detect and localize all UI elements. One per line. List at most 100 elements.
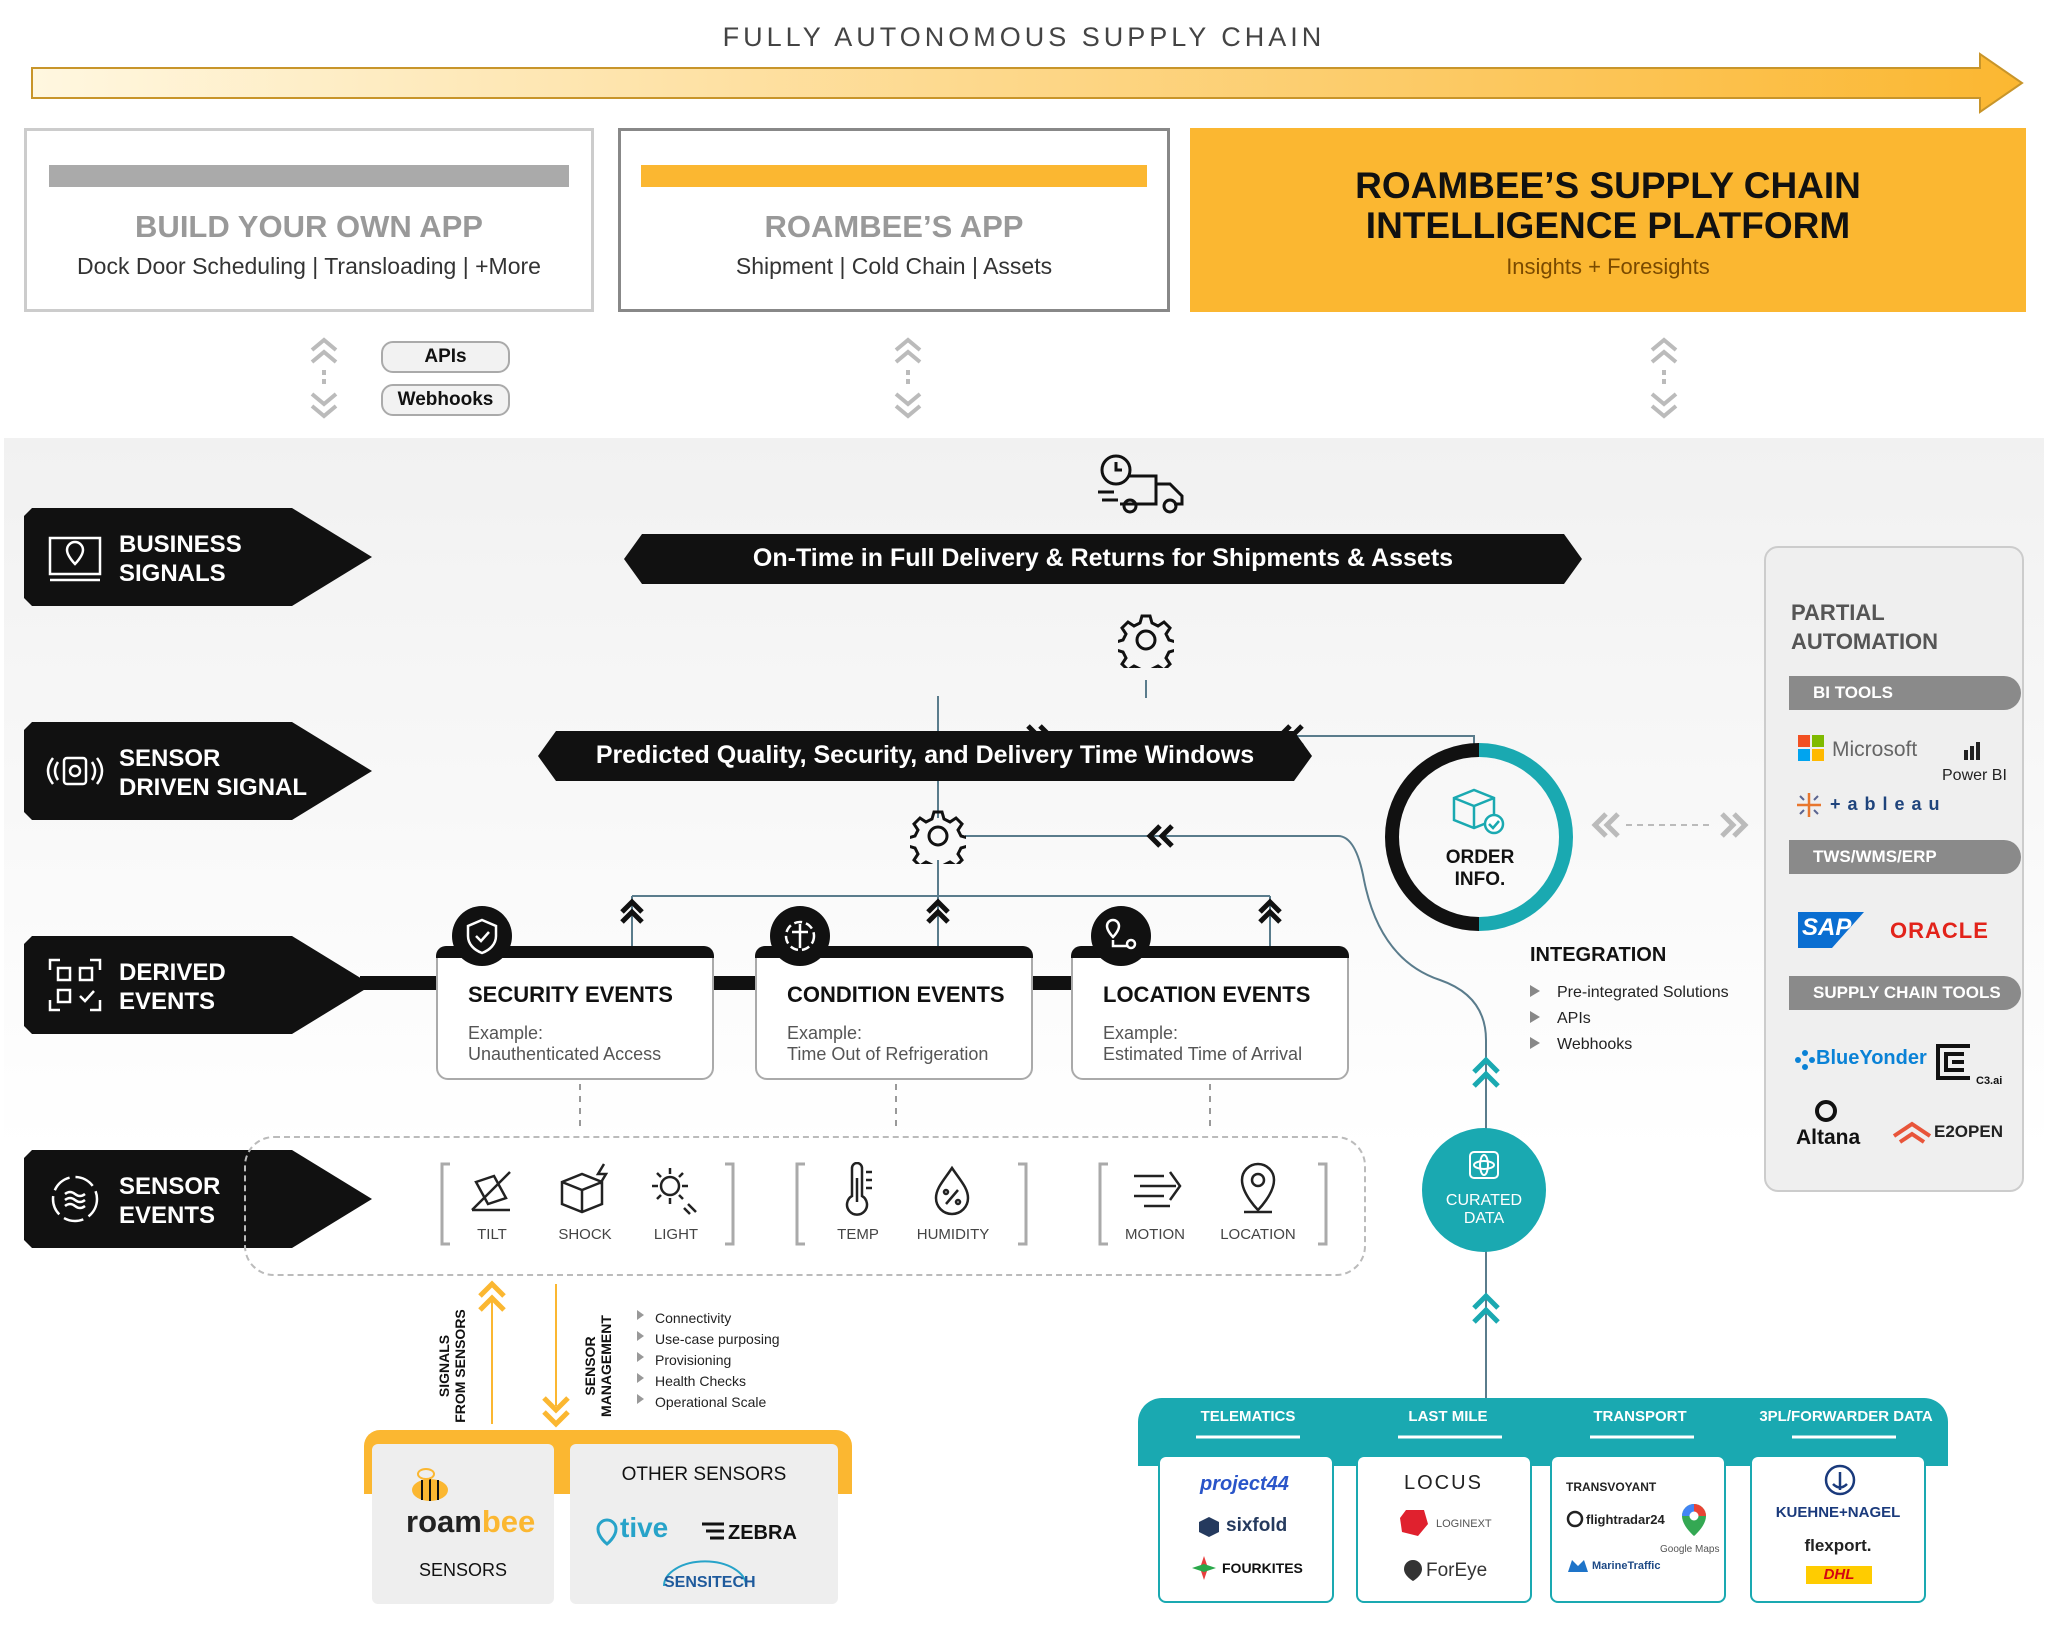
tws-wms-erp-header: TWS/WMS/ERP xyxy=(1789,840,2021,874)
curated-line2: DATA xyxy=(1463,1210,1505,1227)
bi-tools-header: BI TOOLS xyxy=(1789,676,2021,710)
business-signals-line2: SIGNALS xyxy=(119,560,226,587)
dhl-logo-bg xyxy=(1806,1566,1872,1584)
platform-subtitle: Insights + Foresights xyxy=(1506,254,1710,279)
partner-underlines xyxy=(1196,1435,1896,1439)
apis-pill: APIs xyxy=(381,341,510,373)
sensor-driven-line2: DRIVEN SIGNAL xyxy=(119,774,308,801)
forwarder-header: 3PL/FORWARDER DATA xyxy=(1759,1408,1933,1425)
order-info-ring xyxy=(1385,743,1573,931)
foreye-icon xyxy=(1404,1560,1422,1581)
build-app-subtitle: Dock Door Scheduling | Transloading | +M… xyxy=(77,253,541,279)
roambee-sensors-box xyxy=(372,1444,554,1604)
business-banner-shape xyxy=(624,534,1582,584)
flow-lines xyxy=(579,680,1500,1428)
security-events-card: SECURITY EVENTS Example:Unauthenticated … xyxy=(436,946,714,1080)
mgmt-item: Health Checks xyxy=(655,1373,747,1389)
bidirectional-arrow xyxy=(1591,812,1749,838)
location-example-label: Example: xyxy=(1103,1023,1179,1043)
sensor-signal-arrows xyxy=(478,1280,570,1428)
condition-events-title: CONDITION EVENTS xyxy=(787,982,1005,1007)
microsoft-logo-icon xyxy=(1798,735,1824,761)
predicted-banner-text: Predicted Quality, Security, and Deliver… xyxy=(595,741,1255,769)
partial-automation-title: PARTIAL AUTOMATION xyxy=(1791,598,1938,656)
tilt-label: TILT xyxy=(477,1226,507,1243)
condition-events-card: CONDITION EVENTS Example:Time Out of Ref… xyxy=(755,946,1033,1080)
light-icon xyxy=(652,1168,697,1215)
curated-line1: CURATED xyxy=(1445,1192,1523,1209)
security-example-text: Unauthenticated Access xyxy=(468,1044,662,1064)
route-pin-icon xyxy=(1091,906,1151,966)
project44-logo: project44 xyxy=(1200,1473,1289,1495)
integration-item: APIs xyxy=(1557,1010,1591,1027)
kuehne-nagel-logo: KUEHNE+NAGEL xyxy=(1775,1504,1901,1521)
telematics-box xyxy=(1158,1455,1334,1603)
e2open-logo-text: E2OPEN xyxy=(1934,1122,2003,1141)
humidity-label: HUMIDITY xyxy=(916,1226,990,1243)
location-events-title: LOCATION EVENTS xyxy=(1103,982,1311,1007)
powerbi-logo-text: Power BI xyxy=(1942,767,2007,784)
microsoft-logo-text: Microsoft xyxy=(1832,738,1918,761)
roambee-logo-b: bee xyxy=(481,1504,536,1539)
last-mile-box xyxy=(1356,1455,1532,1603)
transvoyant-logo: TRANSVOYANT xyxy=(1566,1480,1657,1494)
locus-logo: LOCUS xyxy=(1404,1472,1483,1494)
marinetraffic-icon xyxy=(1568,1560,1588,1572)
motion-icon xyxy=(1134,1171,1182,1208)
integration-item: Webhooks xyxy=(1557,1036,1633,1053)
motion-label: MOTION xyxy=(1125,1226,1185,1243)
signals-line1: SIGNALS xyxy=(436,1334,452,1398)
integration-item: Pre-integrated Solutions xyxy=(1557,984,1729,1001)
condition-example-text: Time Out of Refrigeration xyxy=(787,1044,989,1064)
page-title: FULLY AUTONOMOUS SUPPLY CHAIN xyxy=(722,22,1326,52)
sap-logo-shape xyxy=(1798,912,1864,948)
sensor-events-line2: EVENTS xyxy=(119,1202,216,1229)
gear-icon xyxy=(910,810,966,864)
sensor-events-container xyxy=(244,1136,1366,1276)
mgmt-line1: SENSOR xyxy=(582,1336,598,1396)
mgmt-item: Connectivity xyxy=(655,1310,732,1326)
loginext-icon xyxy=(1400,1510,1428,1536)
mgmt-line2: MANAGEMENT xyxy=(598,1315,614,1417)
sensitech-swoosh xyxy=(663,1560,747,1587)
tive-logo: tive xyxy=(620,1512,669,1543)
platform-title-line1: ROAMBEE’S SUPPLY CHAIN xyxy=(1355,165,1861,206)
build-app-title: BUILD YOUR OWN APP xyxy=(135,209,483,244)
webhooks-pill: Webhooks xyxy=(381,384,510,416)
sensitech-logo: SENSITECH xyxy=(664,1574,756,1591)
business-banner-text: On-Time in Full Delivery & Returns for S… xyxy=(752,544,1454,572)
signals-line2: FROM SENSORS xyxy=(452,1309,468,1423)
platform-title-line2: INTELLIGENCE PLATFORM xyxy=(1365,205,1851,246)
mgmt-item: Provisioning xyxy=(655,1352,732,1368)
condition-example-label: Example: xyxy=(787,1023,863,1043)
partial-title-line1: PARTIAL xyxy=(1791,600,1885,625)
c3-icon xyxy=(1936,1044,1970,1080)
location-events-card: LOCATION EVENTS Example:Estimated Time o… xyxy=(1071,946,1349,1080)
sap-logo-text: SAP xyxy=(1802,914,1852,941)
order-line2: INFO. xyxy=(1454,869,1506,890)
humidity-icon xyxy=(934,1165,970,1216)
location-label: LOCATION xyxy=(1220,1226,1296,1243)
connector-arrows xyxy=(310,337,1678,419)
sensor-mgmt-list: Connectivity Use-case purposing Provisio… xyxy=(655,1308,780,1413)
fourkites-icon xyxy=(1192,1556,1216,1580)
c3-logo-text: C3.ai xyxy=(1976,1075,2003,1087)
partial-title-line2: AUTOMATION xyxy=(1791,629,1939,654)
roambee-app-title: ROAMBEE’S APP xyxy=(764,209,1024,244)
foreye-logo: ForEye xyxy=(1426,1560,1488,1581)
tableau-icon xyxy=(1797,793,1821,817)
derived-events-line2: EVENTS xyxy=(119,988,216,1015)
shock-icon xyxy=(560,1163,609,1214)
altana-icon xyxy=(1815,1100,1837,1122)
sensor-driven-line1: SENSOR xyxy=(119,745,221,772)
sixfold-logo: sixfold xyxy=(1226,1515,1288,1536)
progress-arrow xyxy=(31,52,2024,114)
light-label: LIGHT xyxy=(653,1226,699,1243)
curated-data-circle xyxy=(1422,1128,1546,1252)
altana-logo-text: Altana xyxy=(1796,1126,1861,1149)
